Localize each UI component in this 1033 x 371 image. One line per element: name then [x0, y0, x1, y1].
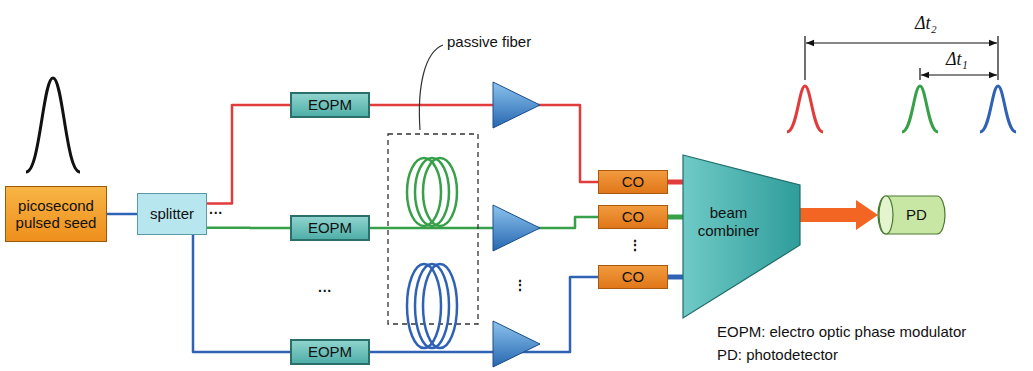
- fiber-connector: [668, 275, 683, 280]
- output-pulse: [980, 86, 1016, 132]
- node-text: CO: [622, 208, 645, 225]
- fiber-connector: [207, 105, 290, 204]
- node-text: splitter: [150, 205, 194, 222]
- photodetector: PD: [878, 195, 945, 235]
- collimator-box: CO: [598, 170, 668, 194]
- node-text: CO: [622, 173, 645, 190]
- leader-line: [419, 45, 443, 130]
- passive-fiber-region: [388, 134, 478, 324]
- detector-face: [879, 196, 893, 234]
- node-text: beam combiner: [683, 204, 774, 239]
- splitter-box: splitter: [137, 193, 207, 235]
- fiber-connector: [107, 213, 137, 216]
- seed-source-box: picosecond pulsed seed: [5, 186, 107, 242]
- fiber-connector: [207, 227, 290, 230]
- output-pulse: [902, 86, 938, 132]
- delay-bracket: [805, 36, 998, 80]
- fiber-connector: [668, 180, 683, 185]
- fiber-coil: [407, 158, 457, 226]
- fiber-connector: [800, 208, 856, 222]
- delay-label: Δt₁: [946, 49, 968, 70]
- ellipsis-mark: ···: [318, 283, 332, 299]
- output-pulse: [787, 86, 823, 132]
- amplifier-symbol: [493, 205, 540, 251]
- fiber-connector: [370, 277, 598, 352]
- legend-note: EOPM: electro optic phase modulator: [717, 323, 966, 340]
- seed-pulse: [26, 78, 80, 172]
- ellipsis-mark: ⋮: [513, 277, 527, 293]
- ellipsis-mark: ⋮: [628, 237, 642, 253]
- beam-combiner: beam combiner: [683, 155, 800, 318]
- modulator-box: EOPM: [290, 92, 370, 118]
- node-text: CO: [622, 268, 645, 285]
- fiber-connector: [370, 217, 598, 228]
- collimator-box: CO: [598, 265, 668, 289]
- fiber-connector: [668, 215, 683, 220]
- fiber-connector: [370, 105, 598, 182]
- node-text: EOPM: [308, 96, 352, 113]
- combiner-outline: [683, 155, 800, 318]
- node-text: EOPM: [308, 343, 352, 360]
- amplifier-symbol: [493, 321, 540, 367]
- ellipsis-mark: ···: [209, 205, 223, 221]
- detector-outline: [878, 196, 945, 234]
- amplifier-symbol: [493, 82, 540, 128]
- node-text: EOPM: [308, 219, 352, 236]
- modulator-box: EOPM: [290, 339, 370, 365]
- legend-note: PD: photodetector: [717, 346, 838, 363]
- modulator-box: EOPM: [290, 215, 370, 241]
- fiber-coil: [407, 264, 457, 348]
- node-text: PD: [906, 206, 927, 223]
- collimator-box: CO: [598, 205, 668, 229]
- node-text: picosecond pulsed seed: [6, 197, 106, 232]
- part-label: passive fiber: [447, 33, 531, 50]
- delay-label: Δt₂: [915, 13, 937, 34]
- fiber-connector: [193, 235, 290, 352]
